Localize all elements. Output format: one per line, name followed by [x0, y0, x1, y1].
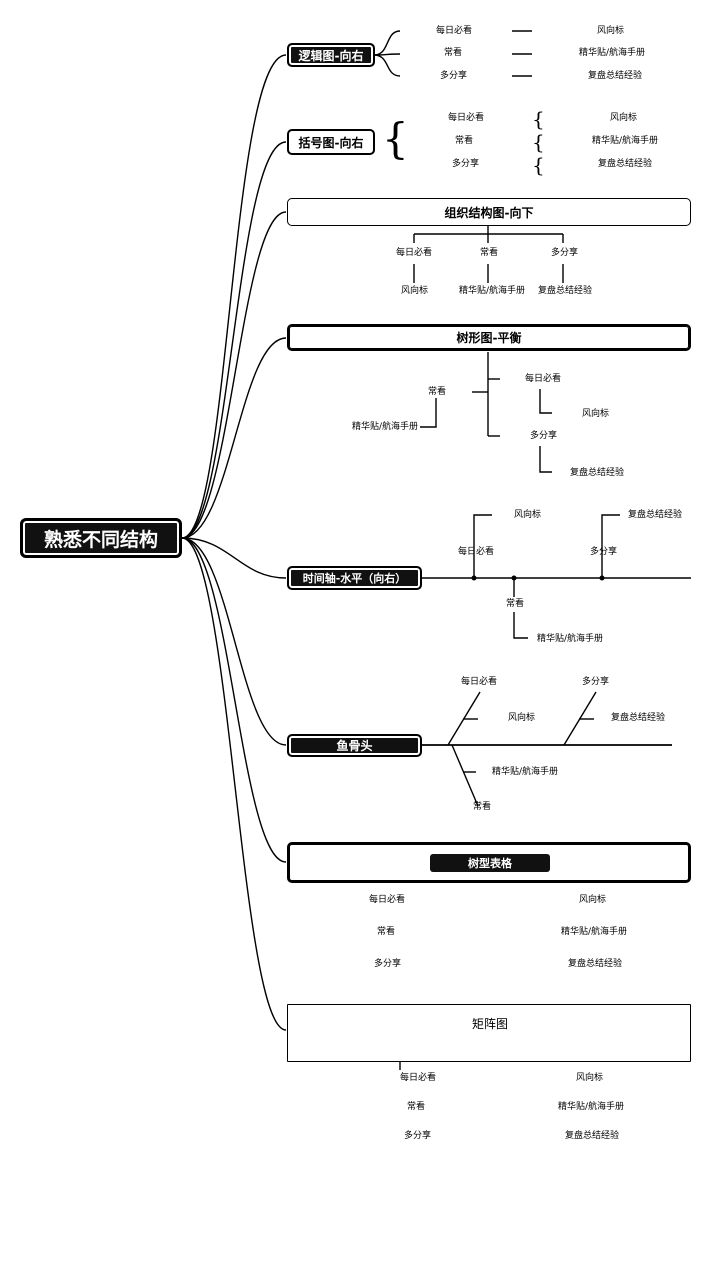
bracket-right-row3-right: 复盘总结经验: [598, 159, 653, 169]
matrix-row2-right: 精华贴/航海手册: [558, 1102, 625, 1112]
matrix-row3-right: 复盘总结经验: [565, 1131, 620, 1141]
fishbone-up1: 每日必看: [461, 677, 498, 687]
logic-right-row3-right: 复盘总结经验: [588, 71, 643, 81]
table-row1-left: 每日必看: [369, 895, 406, 905]
org-down-top-1: 每日必看: [396, 248, 433, 258]
matrix-header[interactable]: 矩阵图: [287, 1004, 691, 1062]
timeline-up2-parent: 多分享: [590, 547, 618, 557]
table-row2-left: 常看: [377, 927, 396, 937]
timeline-up1-child: 风向标: [514, 510, 542, 520]
bracket-right-row2-right: 精华贴/航海手册: [592, 136, 659, 146]
tree-r2-child: 复盘总结经验: [570, 468, 625, 478]
org-down-top-2: 常看: [480, 248, 499, 258]
org-down-bottom-1: 风向标: [401, 286, 429, 296]
matrix-row2-left: 常看: [407, 1102, 426, 1112]
table-title: 树型表格: [430, 854, 550, 872]
table-header[interactable]: 树型表格: [287, 842, 691, 883]
bracket-main-icon: {: [382, 114, 409, 163]
tree-r1-child: 风向标: [582, 409, 610, 419]
bracket-right-row2-left: 常看: [455, 136, 474, 146]
org-down-bottom-2: 精华贴/航海手册: [459, 286, 526, 296]
fishbone-up1-child: 风向标: [508, 713, 536, 723]
root-node[interactable]: 熟悉不同结构: [20, 518, 182, 558]
bracket-right-row1-left: 每日必看: [448, 113, 485, 123]
fishbone-down-child: 精华贴/航海手册: [492, 767, 559, 777]
tree-r2-parent: 多分享: [530, 431, 558, 441]
bracket-right-row1-right: 风向标: [610, 113, 638, 123]
timeline-up1-parent: 每日必看: [458, 547, 495, 557]
table-row2-right: 精华贴/航海手册: [561, 927, 628, 937]
logic-right-row1-left: 每日必看: [436, 26, 473, 36]
logic-right-row1-right: 风向标: [597, 26, 625, 36]
fishbone-up2-child: 复盘总结经验: [611, 713, 666, 723]
logic-right-row2-left: 常看: [444, 48, 463, 58]
tree-left-parent: 常看: [428, 387, 447, 397]
matrix-row3-left: 多分享: [404, 1131, 432, 1141]
fishbone-title[interactable]: 鱼骨头: [287, 734, 422, 757]
matrix-row1-left: 每日必看: [400, 1073, 437, 1083]
bracket-row3-icon: {: [532, 153, 545, 177]
bracket-right-title[interactable]: 括号图-向右: [287, 129, 375, 155]
org-down-title[interactable]: 组织结构图-向下: [287, 198, 691, 226]
fishbone-up2: 多分享: [582, 677, 610, 687]
bracket-row1-icon: {: [532, 107, 545, 131]
org-down-top-3: 多分享: [551, 248, 579, 258]
tree-r1-parent: 每日必看: [525, 374, 562, 384]
timeline-up2-child: 复盘总结经验: [628, 510, 683, 520]
bracket-right-row3-left: 多分享: [452, 159, 480, 169]
timeline-title[interactable]: 时间轴-水平（向右）: [287, 566, 422, 590]
timeline-down-child: 精华贴/航海手册: [537, 634, 604, 644]
logic-right-title[interactable]: 逻辑图-向右: [287, 43, 375, 67]
matrix-row1-right: 风向标: [576, 1073, 604, 1083]
table-row3-right: 复盘总结经验: [568, 959, 623, 969]
tree-balanced-title[interactable]: 树形图-平衡: [287, 324, 691, 351]
table-row3-left: 多分享: [374, 959, 402, 969]
tree-left-child: 精华贴/航海手册: [352, 422, 419, 432]
bracket-row2-icon: {: [532, 130, 545, 154]
fishbone-down: 常看: [473, 802, 492, 812]
matrix-title: 矩阵图: [471, 1017, 508, 1031]
org-down-bottom-3: 复盘总结经验: [538, 286, 593, 296]
table-row1-right: 风向标: [579, 895, 607, 905]
timeline-down-parent: 常看: [506, 599, 525, 609]
logic-right-row2-right: 精华贴/航海手册: [579, 48, 646, 58]
logic-right-row3-left: 多分享: [440, 71, 468, 81]
